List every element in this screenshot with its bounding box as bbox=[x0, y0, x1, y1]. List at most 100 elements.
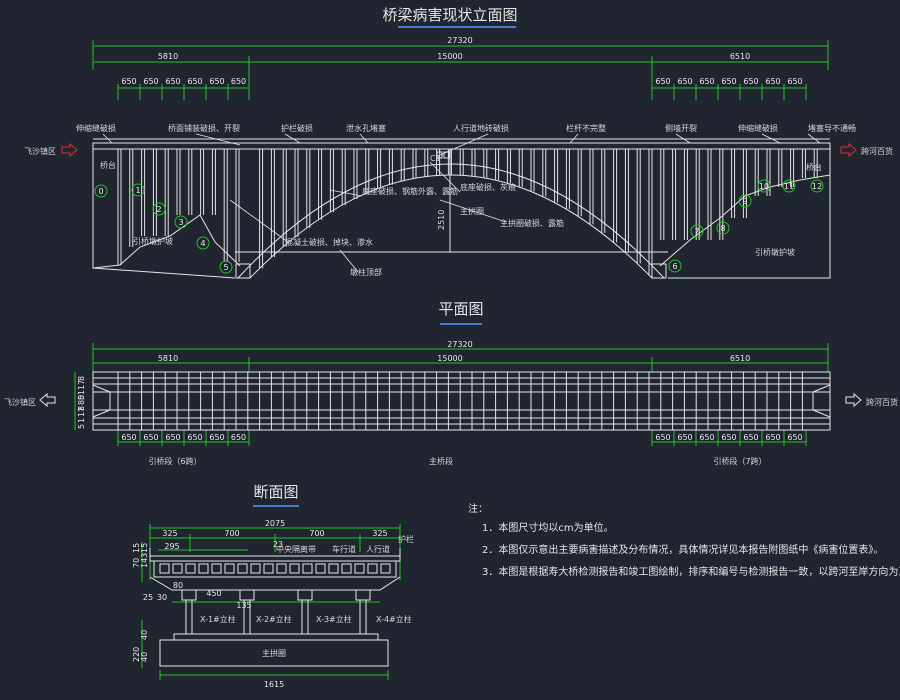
support-label-1: X-1#立柱 bbox=[200, 614, 236, 624]
section-label-3: 人行道 bbox=[366, 544, 390, 554]
section-cell bbox=[211, 563, 222, 574]
section-cell bbox=[224, 563, 235, 574]
pier-marker: 0 bbox=[94, 184, 108, 198]
pier-number: 10 bbox=[759, 182, 769, 191]
plan-side-dim: 8 bbox=[77, 406, 86, 411]
plan-middle-dim: 15000 bbox=[437, 354, 462, 363]
pier-marker-circle bbox=[716, 221, 730, 235]
section-label-1: 中央隔离带 bbox=[276, 544, 316, 554]
elevation-dimensions bbox=[92, 40, 829, 100]
section-left-dim-3: 143 bbox=[140, 553, 149, 568]
section-part-3: 700 bbox=[309, 529, 324, 538]
elevation-span-dim: 650 bbox=[209, 77, 224, 86]
plan-title: 平面图 bbox=[438, 300, 483, 318]
pier-marker: 3 bbox=[174, 215, 188, 229]
section-title: 断面图 bbox=[253, 483, 298, 501]
section-cell bbox=[354, 563, 365, 574]
section-cell bbox=[159, 563, 170, 574]
pier-marker-circle bbox=[668, 259, 682, 273]
plan-side-dim: 8 bbox=[77, 376, 86, 381]
damage-label-2: 桥面铺装破损、开裂 bbox=[168, 123, 240, 133]
plan-bottom-right: 引桥段（7跨） bbox=[713, 456, 766, 466]
left-wall-label: 引桥墩护坡 bbox=[133, 236, 173, 246]
beam-dim-1: 80 bbox=[173, 581, 183, 590]
elevation-structure bbox=[92, 138, 831, 279]
elevation-span-dim: 650 bbox=[655, 77, 670, 86]
pier-marker-circle bbox=[131, 183, 145, 197]
damage-label-4: 泄水孔堵塞 bbox=[346, 123, 386, 133]
right-arrow-icon bbox=[840, 142, 857, 158]
arch-rise-dim: 2510 bbox=[437, 210, 446, 230]
pier-marker: 8 bbox=[716, 221, 730, 235]
elevation-right-end: 跨河百货 bbox=[861, 146, 893, 156]
plan-side-dim: 17 bbox=[77, 380, 86, 390]
section-cell bbox=[263, 563, 274, 574]
section-cell bbox=[198, 563, 209, 574]
pier-marker: 1 bbox=[131, 183, 145, 197]
callout-5: 墩柱顶部 bbox=[350, 267, 382, 277]
section-base-label: 主拱圈 bbox=[262, 648, 286, 658]
beam-dim-5: 30 bbox=[157, 593, 167, 602]
section-cell bbox=[237, 563, 248, 574]
pier-marker-circle bbox=[782, 179, 796, 193]
main-arch-label: 主拱圈 bbox=[460, 206, 484, 216]
elevation-left-dim: 5810 bbox=[158, 52, 178, 61]
damage-label-7: 侧墙开裂 bbox=[665, 123, 697, 133]
pier-marker-circle bbox=[152, 202, 166, 216]
pier-number: 4 bbox=[200, 239, 205, 248]
support-label-2: X-2#立柱 bbox=[256, 614, 292, 624]
pier-number: 5 bbox=[223, 263, 228, 272]
pier-marker: 10 bbox=[757, 179, 771, 193]
pier-number: 3 bbox=[178, 218, 183, 227]
plan-span-dim: 650 bbox=[677, 433, 692, 442]
damage-label-1: 伸缩缝破损 bbox=[76, 123, 116, 133]
pier-number: 0 bbox=[98, 187, 103, 196]
base-dim-2: 40 bbox=[140, 630, 149, 640]
elevation-total-dim: 27320 bbox=[447, 36, 472, 45]
section-label-4: 护栏 bbox=[398, 534, 414, 544]
note-1: 1．本图尺寸均以cm为单位。 bbox=[482, 521, 614, 534]
base-dim-3: 40 bbox=[140, 652, 149, 662]
plan-side-dim: 5 bbox=[77, 424, 86, 429]
pier-number: 8 bbox=[720, 224, 725, 233]
section-left-dim-2: 15 bbox=[132, 543, 141, 553]
note-2: 2．本图仅示意出主要病害描述及分布情况，具体情况详见本报告附图纸中《病害位置表》… bbox=[482, 543, 883, 556]
beam-dim-4: 25 bbox=[143, 593, 153, 602]
arch-crown-mark: C1 bbox=[430, 154, 441, 163]
section-cell bbox=[276, 563, 287, 574]
damage-label-6: 栏杆不完整 bbox=[566, 123, 606, 133]
damage-label-5: 人行道地砖破损 bbox=[453, 123, 509, 133]
elevation-right-dim: 6510 bbox=[730, 52, 750, 61]
elevation-title: 桥梁病害现状立面图 bbox=[382, 6, 517, 24]
notes-heading: 注： bbox=[468, 502, 488, 515]
pier-marker: 7 bbox=[690, 224, 704, 238]
plan-span-dim: 650 bbox=[743, 433, 758, 442]
pier-marker-circle bbox=[219, 260, 233, 274]
elevation-span-dim: 650 bbox=[743, 77, 758, 86]
plan-side-dim: 1 bbox=[77, 390, 86, 395]
support-label-4: X-4#立柱 bbox=[376, 614, 412, 624]
pier-number: 12 bbox=[812, 182, 822, 191]
left-arrow-icon bbox=[61, 142, 78, 158]
pier-marker-circle bbox=[738, 194, 752, 208]
elevation-span-dim: 650 bbox=[121, 77, 136, 86]
section-cell bbox=[172, 563, 183, 574]
elevation-leaders bbox=[102, 133, 821, 273]
plan-side-dim: 80 bbox=[77, 395, 86, 405]
beam-dim-2: 450 bbox=[206, 589, 221, 598]
plan-bottom-left: 引桥段（6跨） bbox=[148, 456, 201, 466]
pier-marker: 5 bbox=[219, 260, 233, 274]
pier-marker-circle bbox=[196, 236, 210, 250]
section-cell bbox=[302, 563, 313, 574]
callout-4: 混凝土破损、掉块、渗水 bbox=[285, 237, 373, 247]
elevation-middle-dim: 15000 bbox=[437, 52, 462, 61]
pier-marker: 9 bbox=[738, 194, 752, 208]
support-label-3: X-3#立柱 bbox=[316, 614, 352, 624]
elevation-span-dim: 650 bbox=[165, 77, 180, 86]
pier-number: 11 bbox=[784, 182, 794, 191]
callout-1: 底座破损、钢筋外露、露筋 bbox=[362, 186, 458, 196]
plan-total-dim: 27320 bbox=[447, 340, 472, 349]
plan-span-dim: 650 bbox=[721, 433, 736, 442]
